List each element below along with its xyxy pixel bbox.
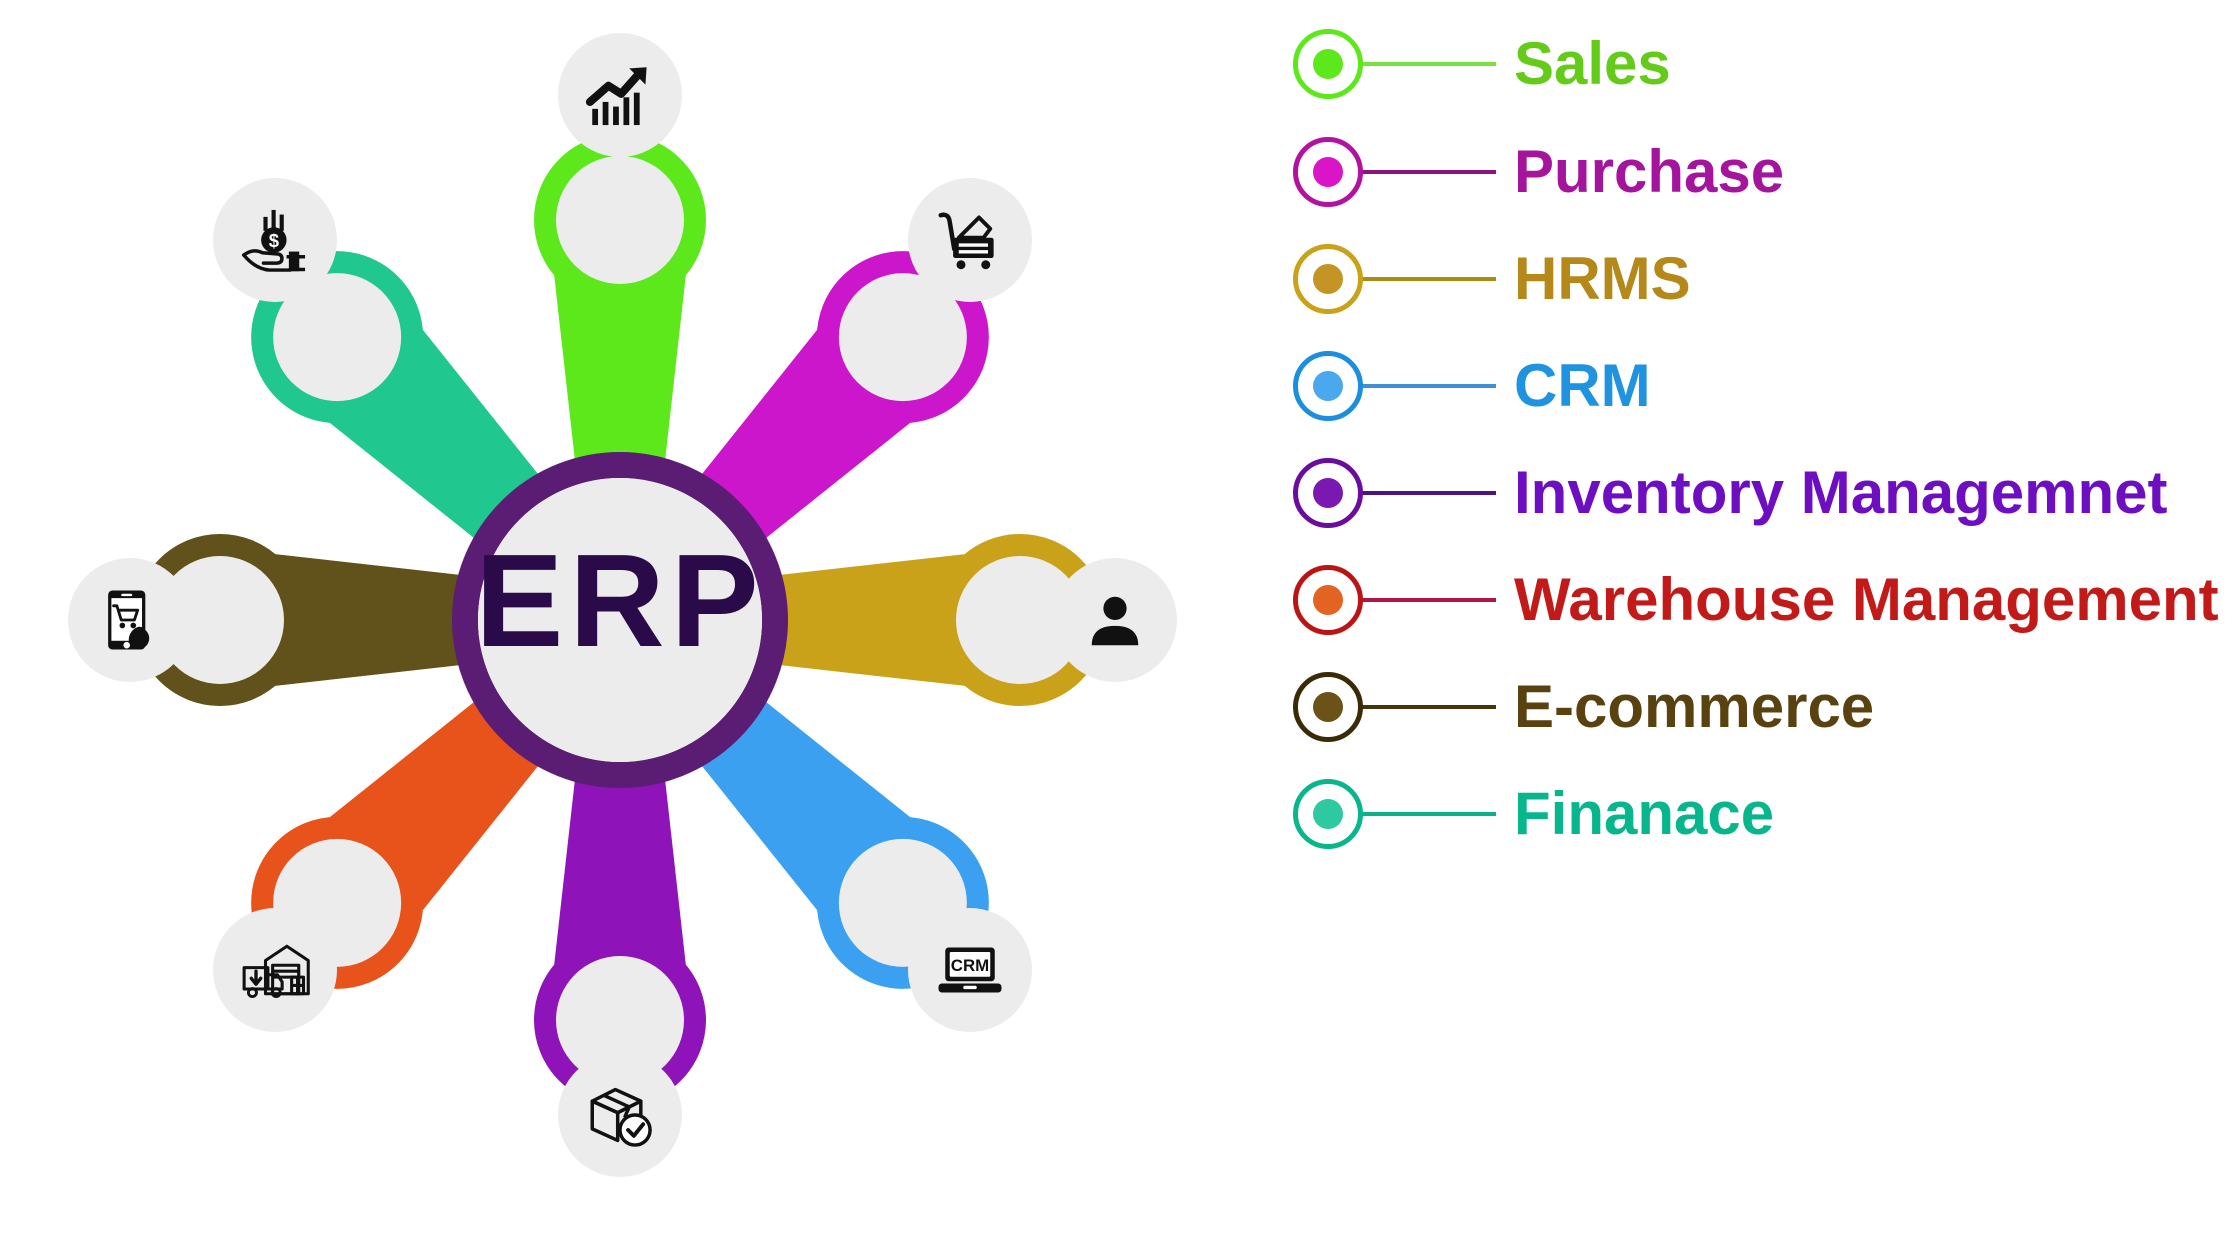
legend-marker bbox=[1280, 445, 1376, 541]
hub-spoke-graphic bbox=[134, 134, 1106, 1106]
spoke-plate bbox=[556, 956, 684, 1084]
legend-item-warehouse-management[interactable]: Warehouse Management bbox=[1280, 552, 2219, 648]
legend-marker bbox=[1280, 124, 1376, 220]
legend-item-purchase[interactable]: Purchase bbox=[1280, 124, 1784, 220]
legend-label: Purchase bbox=[1514, 138, 1785, 205]
legend-connector-line bbox=[1358, 598, 1496, 602]
hand-money-icon: $ bbox=[238, 203, 312, 277]
hub-fill bbox=[478, 478, 762, 762]
laptop-crm-icon: CRM bbox=[934, 934, 1006, 1006]
svg-text:$: $ bbox=[269, 230, 280, 251]
legend-label: CRM bbox=[1514, 352, 1651, 419]
shopping-cart-icon bbox=[934, 204, 1006, 276]
spoke-plate bbox=[156, 556, 284, 684]
legend-label: Finanace bbox=[1514, 780, 1775, 847]
legend-dot-icon bbox=[1313, 157, 1343, 187]
legend-dot-icon bbox=[1313, 264, 1343, 294]
spoke-icon-crm[interactable]: CRM bbox=[908, 908, 1032, 1032]
svg-text:CRM: CRM bbox=[951, 956, 989, 975]
legend-connector-line bbox=[1358, 170, 1496, 174]
legend-connector-line bbox=[1358, 705, 1496, 709]
legend-connector-line bbox=[1358, 277, 1496, 281]
legend-connector-line bbox=[1358, 384, 1496, 388]
spoke-icon-ecommerce[interactable] bbox=[68, 558, 192, 682]
legend-item-finance[interactable]: Finanace bbox=[1280, 766, 1774, 862]
legend-label: Sales bbox=[1514, 30, 1671, 97]
hub-outer-ring bbox=[452, 452, 788, 788]
legend-dot-icon bbox=[1313, 371, 1343, 401]
spoke-bulb-crm[interactable] bbox=[816, 816, 989, 989]
legend-marker bbox=[1280, 552, 1376, 648]
legend-ring-icon bbox=[1293, 244, 1363, 314]
legend-marker bbox=[1280, 231, 1376, 327]
legend-item-hrms[interactable]: HRMS bbox=[1280, 231, 1691, 327]
legend-ring-icon bbox=[1293, 565, 1363, 635]
spoke-bulb-finanace[interactable] bbox=[251, 251, 424, 424]
legend-connector-line bbox=[1358, 491, 1496, 495]
spoke-plate bbox=[956, 556, 1084, 684]
spoke-icon-sales[interactable] bbox=[558, 33, 682, 157]
spoke-bulb-warehouse-management[interactable] bbox=[251, 816, 424, 989]
legend-ring-icon bbox=[1293, 137, 1363, 207]
spoke-icon-purchase[interactable] bbox=[908, 178, 1032, 302]
legend-item-sales[interactable]: Sales bbox=[1280, 16, 1671, 112]
legend-dot-icon bbox=[1313, 799, 1343, 829]
legend-dot-icon bbox=[1313, 478, 1343, 508]
module-legend: Sales Purchase HRMS CRM bbox=[1280, 0, 2240, 1260]
legend-ring-icon bbox=[1293, 779, 1363, 849]
legend-ring-icon bbox=[1293, 458, 1363, 528]
legend-dot-icon bbox=[1313, 585, 1343, 615]
person-icon bbox=[1084, 589, 1146, 651]
spoke-icon-finance[interactable]: $ bbox=[213, 178, 337, 302]
spoke-bulb-purchase[interactable] bbox=[816, 251, 989, 424]
spoke-icon-hrms[interactable] bbox=[1053, 558, 1177, 682]
legend-item-crm[interactable]: CRM bbox=[1280, 338, 1651, 434]
hub-and-spoke-diagram: ERP bbox=[68, 33, 1177, 1177]
legend-marker bbox=[1280, 16, 1376, 112]
legend-connector-line bbox=[1358, 812, 1496, 816]
legend-dot-icon bbox=[1313, 692, 1343, 722]
legend-label: E-commerce bbox=[1514, 673, 1875, 740]
warehouse-truck-icon bbox=[237, 932, 313, 1008]
box-check-icon bbox=[583, 1078, 657, 1152]
spoke-plate bbox=[838, 273, 967, 402]
spoke-icon-inventory[interactable] bbox=[558, 1053, 682, 1177]
legend-item-inventory-management[interactable]: Inventory Managemnet bbox=[1280, 445, 2167, 541]
spoke-icon-warehouse[interactable] bbox=[213, 908, 337, 1032]
legend-item-ecommerce[interactable]: E-commerce bbox=[1280, 659, 1874, 755]
legend-connector-line bbox=[1358, 62, 1496, 66]
spoke-plate bbox=[273, 273, 402, 402]
legend-ring-icon bbox=[1293, 29, 1363, 99]
growth-chart-icon bbox=[583, 58, 657, 132]
legend-label: Warehouse Management bbox=[1514, 566, 2219, 633]
legend-marker bbox=[1280, 338, 1376, 434]
spoke-plate bbox=[556, 156, 684, 284]
legend-label: HRMS bbox=[1514, 245, 1691, 312]
legend-ring-icon bbox=[1293, 672, 1363, 742]
legend-marker bbox=[1280, 659, 1376, 755]
legend-marker bbox=[1280, 766, 1376, 862]
legend-ring-icon bbox=[1293, 351, 1363, 421]
mobile-shopping-icon bbox=[95, 585, 165, 655]
legend-label: Inventory Managemnet bbox=[1514, 459, 2168, 526]
legend-dot-icon bbox=[1313, 49, 1343, 79]
